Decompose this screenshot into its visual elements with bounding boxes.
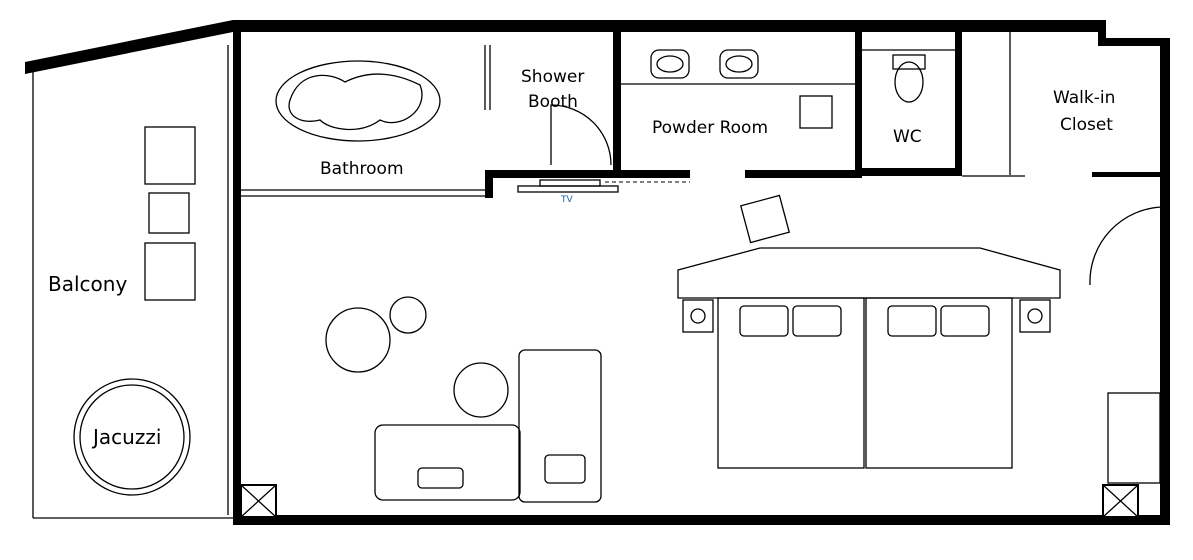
label-powder-room: Powder Room [652, 118, 768, 138]
bed [677, 247, 1061, 469]
label-wc: WC [893, 127, 922, 147]
jacuzzi [73, 378, 191, 496]
sofa [374, 349, 602, 503]
label-shower-1: Shower [521, 67, 584, 87]
label-shower-2: Booth [528, 92, 578, 112]
toilet [892, 54, 926, 103]
stool [799, 95, 833, 129]
label-closet-1: Walk-in [1053, 88, 1115, 108]
doors [550, 104, 1164, 286]
sink-right [719, 49, 759, 79]
desk-chair [739, 194, 791, 244]
tv [517, 185, 619, 193]
tv-label: TV [560, 195, 573, 205]
label-balcony: Balcony [48, 272, 127, 296]
balcony-chairs [144, 126, 196, 301]
label-closet-2: Closet [1060, 115, 1113, 135]
walls [25, 20, 1170, 525]
cabinet [1107, 392, 1161, 484]
armchair [325, 296, 509, 418]
label-jacuzzi: Jacuzzi [91, 425, 161, 449]
bathtub [275, 60, 441, 142]
label-bathroom: Bathroom [320, 159, 404, 179]
sink-left [650, 49, 690, 79]
